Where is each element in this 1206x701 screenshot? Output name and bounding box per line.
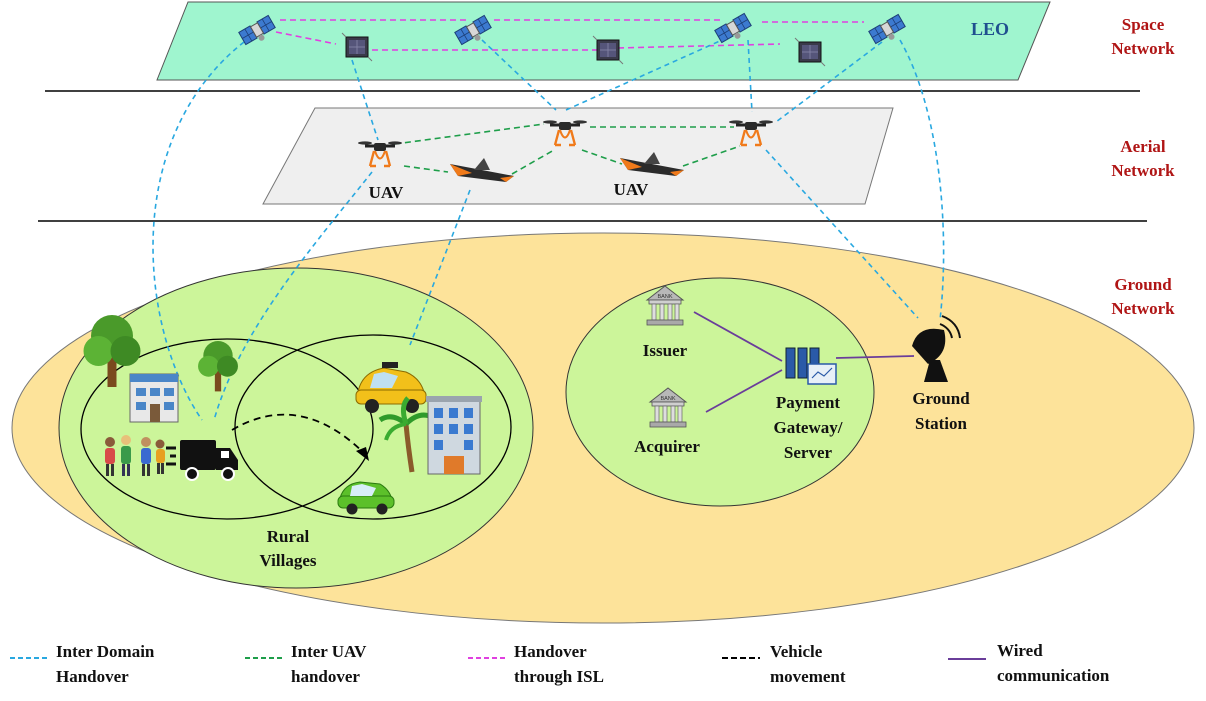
acquirer-label: Acquirer — [634, 437, 700, 456]
inter-uav-links — [394, 123, 741, 175]
satellite-icon — [341, 32, 373, 62]
payment-gateway-label: Gateway/ — [774, 418, 843, 437]
server-icon — [785, 347, 837, 385]
legend-item-vehicle: Vehicle movement — [722, 642, 846, 686]
ground-station-label: Station — [915, 414, 968, 433]
legend-label: through ISL — [514, 667, 604, 686]
ground-network-label: Network — [1111, 299, 1175, 318]
leo-label: LEO — [971, 19, 1009, 39]
ground-network-label: Ground — [1114, 275, 1172, 294]
vehicle-movement-arrowhead — [356, 447, 369, 461]
bank-icon: BANK — [646, 285, 684, 326]
payment-gateway-label: Payment — [776, 393, 841, 412]
legend-label: handover — [291, 667, 360, 686]
uav-label: UAV — [614, 180, 649, 199]
uav-label: UAV — [369, 183, 404, 202]
wired-links — [693, 311, 915, 413]
legend-item-isl: Handover through ISL — [468, 642, 604, 686]
truck-icon — [166, 440, 238, 481]
bank-sign: BANK — [661, 396, 676, 402]
aerial-network-plane — [262, 107, 894, 205]
people-icon — [105, 435, 165, 476]
legend-item-inter-uav: Inter UAV handover — [245, 642, 367, 686]
payment-gateway-label: Server — [784, 443, 833, 462]
ground-station-label: Ground — [912, 389, 970, 408]
aerial-network-label: Aerial — [1120, 137, 1166, 156]
rural-area-ellipse — [58, 267, 534, 589]
village-circle-right — [234, 334, 512, 520]
satellite-dish-icon — [912, 315, 961, 382]
legend-label: Handover — [514, 642, 587, 661]
rural-villages-label: Rural — [267, 527, 310, 546]
space-network-label: Network — [1111, 39, 1175, 58]
legend-label: Inter Domain — [56, 642, 155, 661]
rural-villages-label: Villages — [260, 551, 317, 570]
legend-label: Handover — [56, 667, 129, 686]
satellite-icon — [794, 37, 826, 67]
bank-sign: BANK — [658, 294, 673, 300]
legend-label: Inter UAV — [291, 642, 367, 661]
isl-links — [275, 19, 864, 51]
legend-label: movement — [770, 667, 846, 686]
space-network-label: Space — [1122, 15, 1165, 34]
building-icon — [129, 373, 179, 423]
aerial-network-label: Network — [1111, 161, 1175, 180]
legend-label: Wired — [997, 641, 1043, 660]
satellite-icon — [592, 35, 624, 65]
legend-item-inter-domain: Inter Domain Handover — [10, 642, 155, 686]
building-icon — [426, 396, 482, 475]
vehicle-movement-arrow — [231, 413, 366, 455]
legend-label: Vehicle — [770, 642, 823, 661]
legend-item-wired: Wired communication — [948, 641, 1110, 685]
legend: Inter Domain Handover Inter UAV handover… — [10, 641, 1110, 686]
car-icon — [337, 481, 395, 515]
issuer-label: Issuer — [643, 341, 688, 360]
bank-icon: BANK — [649, 387, 687, 428]
village-circle-left — [80, 338, 374, 520]
inter-domain-links — [152, 39, 945, 421]
payment-area-ellipse — [565, 277, 875, 507]
legend-label: communication — [997, 666, 1110, 685]
